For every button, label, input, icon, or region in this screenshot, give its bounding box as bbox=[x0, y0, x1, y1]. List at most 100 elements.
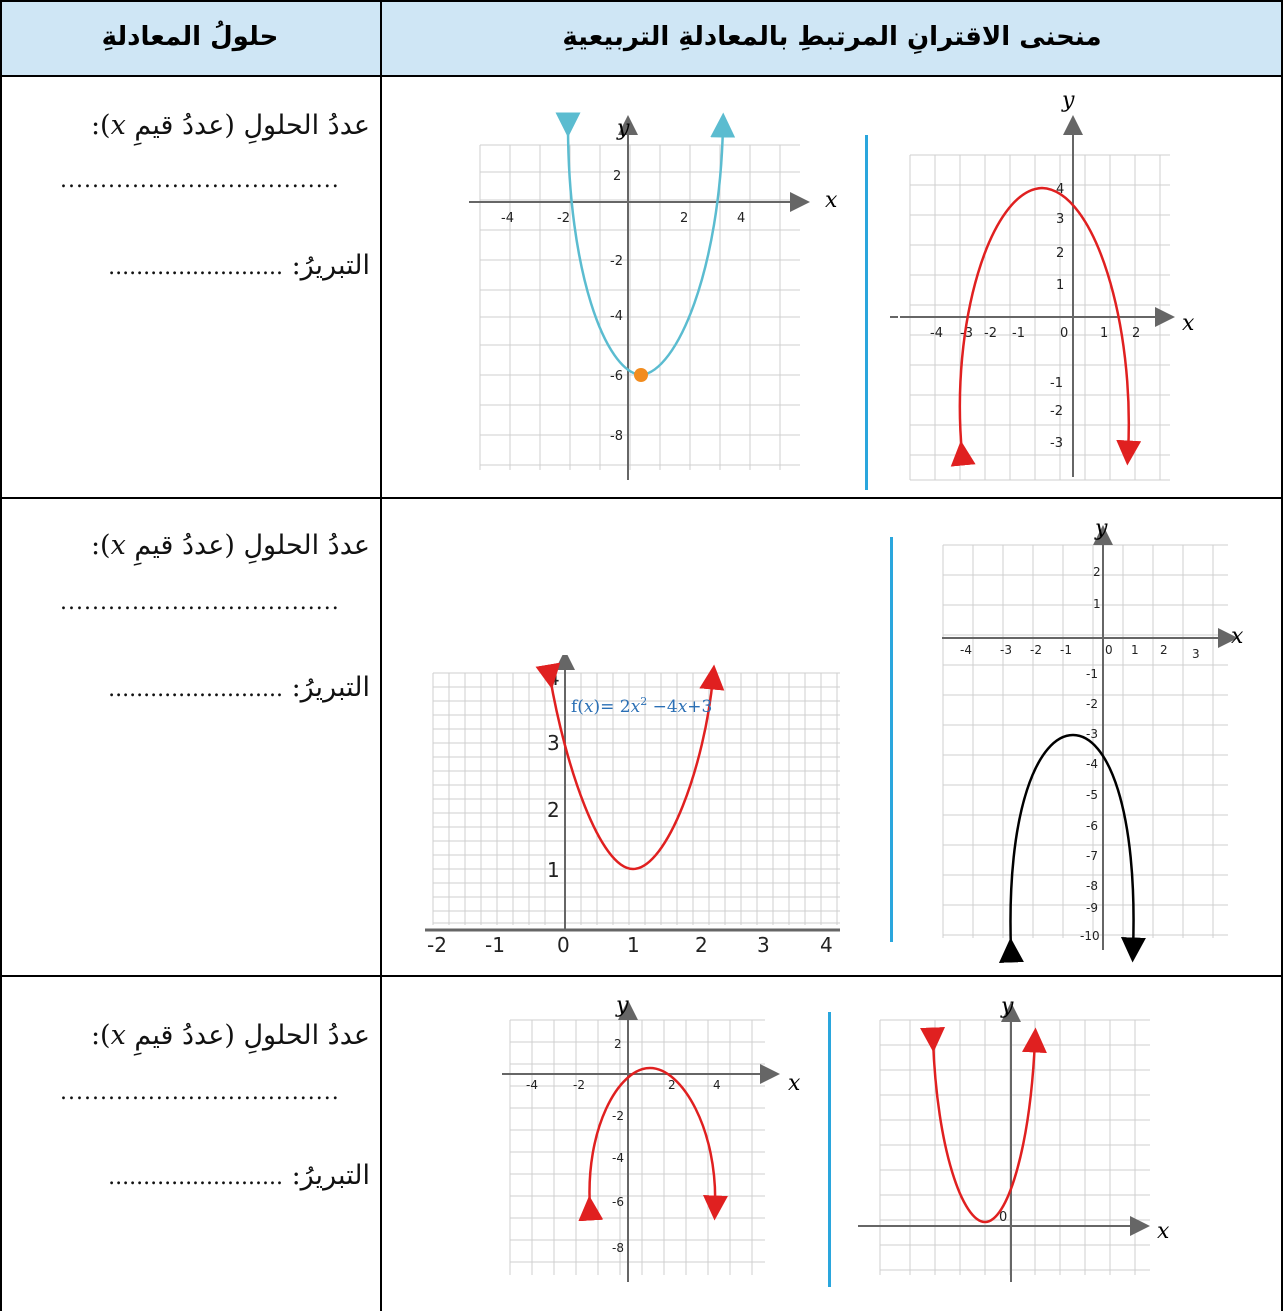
y-tick: -4 bbox=[612, 1151, 624, 1165]
x-axis-label: x bbox=[825, 188, 838, 213]
row2-answer-dots: ................................... bbox=[60, 590, 340, 615]
y-tick: -6 bbox=[1086, 819, 1098, 833]
y-tick: -7 bbox=[1086, 849, 1098, 863]
row2-graph-left: -2 -1 0 1 2 3 4 4 3 2 1 f(x)= 2x2 −4x+3 bbox=[425, 655, 840, 957]
x-axis-label: x bbox=[1231, 624, 1244, 649]
row3-justification: التبريرُ: ......................... bbox=[108, 1160, 370, 1191]
x-tick: -2 bbox=[573, 1078, 585, 1092]
x-tick: -3 bbox=[1000, 643, 1012, 657]
y-axis-label: y bbox=[1094, 516, 1108, 541]
y-tick: 0 bbox=[999, 1210, 1007, 1225]
y-tick: 2 bbox=[1056, 246, 1064, 261]
y-tick: -4 bbox=[610, 309, 623, 324]
x-tick: 2 bbox=[695, 933, 708, 957]
x-tick: 2 bbox=[680, 211, 688, 226]
x-tick: 0 bbox=[1060, 326, 1068, 341]
y-tick: -8 bbox=[610, 429, 623, 444]
x-tick: 1 bbox=[1100, 326, 1108, 341]
y-tick: -5 bbox=[1086, 788, 1098, 802]
x-axis-label: x bbox=[1157, 1219, 1170, 1244]
row1-solutions-count-label: عددُ الحلولِ (عددُ قيمِ x): bbox=[90, 110, 370, 141]
y-tick: 1 bbox=[1056, 278, 1064, 293]
x-tick: 3 bbox=[1192, 647, 1200, 661]
x-tick: 2 bbox=[668, 1078, 676, 1092]
y-tick: -9 bbox=[1086, 901, 1098, 915]
x-tick: 3 bbox=[757, 933, 770, 957]
y-tick: -1 bbox=[1050, 376, 1063, 391]
x-tick: -2 bbox=[1030, 643, 1042, 657]
table-border-right bbox=[1281, 0, 1283, 1311]
y-tick: -6 bbox=[612, 1195, 624, 1209]
row3-graph-right: x y 0 bbox=[858, 994, 1170, 1282]
y-tick: -2 bbox=[612, 1109, 624, 1123]
x-tick: -4 bbox=[501, 211, 514, 226]
x-tick: -2 bbox=[984, 326, 997, 341]
row-divider-1 bbox=[0, 497, 1283, 499]
x-tick: -1 bbox=[1060, 643, 1072, 657]
y-tick: -3 bbox=[1050, 436, 1063, 451]
y-axis-label: y bbox=[616, 116, 630, 141]
function-equation: f(x)= 2x2 −4x+3 bbox=[571, 695, 712, 717]
y-tick: 4 bbox=[1056, 182, 1064, 197]
x-tick: 4 bbox=[713, 1078, 721, 1092]
x-tick: -2 bbox=[427, 933, 447, 957]
x-tick: 0 bbox=[1105, 643, 1113, 657]
y-tick: 1 bbox=[1093, 597, 1101, 611]
table-border-left bbox=[0, 0, 2, 1311]
y-tick: -10 bbox=[1080, 929, 1100, 943]
row1-graph-separator bbox=[865, 135, 868, 490]
table-border-top bbox=[0, 0, 1283, 2]
grid bbox=[509, 1019, 765, 1275]
y-tick: -2 bbox=[1050, 404, 1063, 419]
y-tick: -6 bbox=[610, 369, 623, 384]
grid bbox=[479, 144, 800, 470]
row2-solutions-count-label: عددُ الحلولِ (عددُ قيمِ x): bbox=[90, 530, 370, 561]
y-tick: 2 bbox=[613, 169, 621, 184]
parabola-curve bbox=[950, 186, 1142, 467]
row3-graph-left: x y -4 -2 2 4 2 -2 -4 -6 -8 bbox=[502, 993, 801, 1282]
vertex-point bbox=[634, 368, 648, 382]
y-tick: -3 bbox=[1086, 727, 1098, 741]
row2-graph-separator bbox=[890, 537, 893, 942]
x-axis-label: x bbox=[1182, 311, 1195, 336]
header-divider bbox=[0, 75, 1283, 77]
grid bbox=[879, 1019, 1150, 1275]
row-divider-2 bbox=[0, 975, 1283, 977]
y-tick: -8 bbox=[612, 1241, 624, 1255]
row2-graph-right: x y -4 -3 -2 -1 0 1 2 3 2 1 -1 -2 -3 -4 … bbox=[942, 516, 1244, 963]
table-column-divider bbox=[380, 0, 382, 1311]
row2-justification: التبريرُ: ......................... bbox=[108, 672, 370, 703]
y-tick: -8 bbox=[1086, 879, 1098, 893]
y-tick: 2 bbox=[614, 1037, 622, 1051]
x-axis-label: x bbox=[788, 1071, 801, 1096]
y-axis-label: y bbox=[615, 993, 629, 1018]
y-tick: 2 bbox=[1093, 565, 1101, 579]
x-tick: -1 bbox=[1012, 326, 1025, 341]
y-tick: 3 bbox=[547, 731, 560, 755]
x-tick: 2 bbox=[1132, 326, 1140, 341]
parabola-curve bbox=[535, 662, 725, 871]
parabola-curve bbox=[920, 1027, 1047, 1224]
x-tick: 0 bbox=[557, 933, 570, 957]
x-tick: 1 bbox=[627, 933, 640, 957]
y-tick: 1 bbox=[547, 858, 560, 882]
row1-justification: التبريرُ: ......................... bbox=[108, 250, 370, 281]
header-left-column: حلولُ المعادلةِ bbox=[101, 22, 279, 52]
row1-graph-right: x y -4 -3 -2 -1 0 1 2 4 3 2 1 -1 -2 -3 bbox=[890, 88, 1195, 481]
y-axis-label: y bbox=[1000, 994, 1014, 1019]
parabola-curve bbox=[578, 1066, 728, 1222]
y-tick: 2 bbox=[547, 798, 560, 822]
x-tick: -1 bbox=[485, 933, 505, 957]
header-right-column: منحنى الاقترانِ المرتبطِ بالمعادلةِ التر… bbox=[562, 22, 1102, 52]
grid bbox=[942, 544, 1228, 938]
x-tick: 1 bbox=[1131, 643, 1139, 657]
x-tick: -4 bbox=[960, 643, 972, 657]
row1-graph-left: x y -4 -2 2 4 2 -2 -4 -6 -8 bbox=[469, 112, 838, 480]
parabola-curve bbox=[998, 733, 1146, 963]
y-tick: -1 bbox=[1086, 667, 1098, 681]
x-tick: -2 bbox=[557, 211, 570, 226]
parabola-curve bbox=[555, 112, 736, 377]
x-tick: 4 bbox=[820, 933, 833, 957]
x-tick: -4 bbox=[930, 326, 943, 341]
